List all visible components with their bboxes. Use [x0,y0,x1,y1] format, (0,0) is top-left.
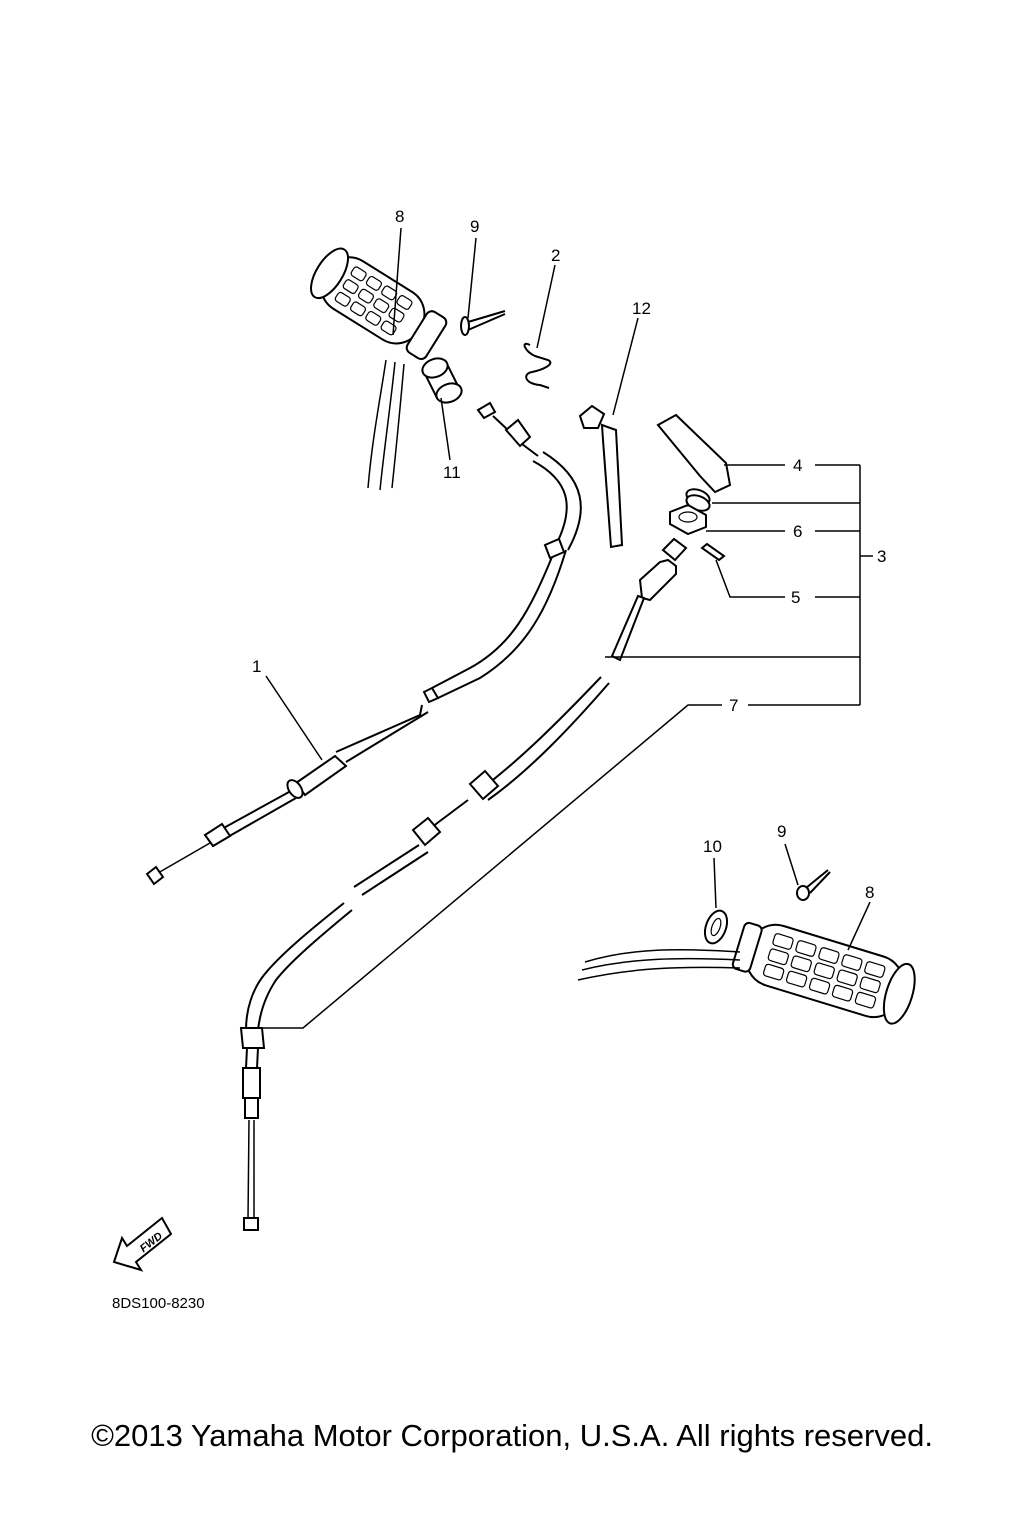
screw-bottom [796,869,831,901]
callout-labels: 8 9 2 12 11 4 6 3 5 1 7 9 10 8 [252,207,886,902]
nut-6 [669,503,707,536]
callout-10: 10 [703,837,722,856]
collar-10 [703,909,729,945]
copyright-notice: ©2013 Yamaha Motor Corporation, U.S.A. A… [91,1418,933,1453]
callout-6: 6 [793,522,802,541]
leader-lines [262,227,873,1029]
callout-7: 7 [729,696,738,715]
pin-5 [700,542,726,562]
callout-3: 3 [877,547,886,566]
spring-clip-2 [523,342,552,389]
callout-11: 11 [443,463,461,482]
screw-top [460,310,506,336]
callout-2: 2 [551,246,560,265]
callout-5: 5 [791,588,800,607]
callout-9-bottom: 9 [777,822,786,841]
callout-4: 4 [793,456,802,475]
part-code: 8DS100-8230 [112,1295,205,1312]
callout-12: 12 [632,299,651,318]
grip-top-left [310,247,448,491]
callout-1: 1 [252,657,261,676]
throttle-housing [610,537,688,662]
cable-1 [145,401,582,886]
callout-8-top: 8 [395,207,404,226]
cable-7 [239,676,610,1231]
fwd-arrow-icon: FWD [112,1216,173,1272]
throttle-lever-4 [656,413,732,494]
grip-bottom-right [577,921,916,1025]
collar-11 [421,357,463,404]
callout-8-bottom: 8 [865,883,874,902]
callout-9-top: 9 [470,217,479,236]
cable-tie-12 [578,404,624,549]
